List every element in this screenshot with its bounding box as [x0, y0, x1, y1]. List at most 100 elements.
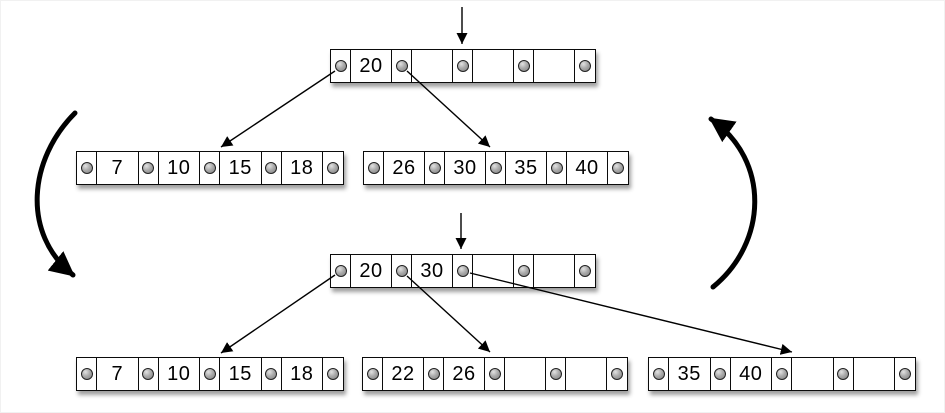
- pointer-dot-icon: [327, 368, 339, 380]
- pointer-slot: [607, 358, 627, 390]
- pointer-dot-icon: [428, 162, 441, 174]
- pointer-slot: [895, 358, 915, 390]
- key-cell: 35: [506, 152, 547, 184]
- pointer-slot: [608, 152, 628, 184]
- key-cell: 10: [159, 152, 200, 184]
- key-cell: [473, 255, 514, 287]
- pointer-dot-icon: [367, 162, 380, 174]
- key-cell: [854, 358, 895, 390]
- pointer-dot-icon: [549, 368, 562, 380]
- btree-node-top-right-child: 26 30 35 40: [363, 151, 629, 185]
- btree-node-top-root: 20: [330, 49, 596, 83]
- pointer-slot: [200, 358, 220, 390]
- pointer-slot: [453, 255, 473, 287]
- key-cell: 40: [567, 152, 608, 184]
- pointer-dot-icon: [611, 368, 623, 380]
- pointer-slot: [392, 50, 412, 82]
- pointer-slot: [323, 358, 343, 390]
- btree-node-top-left-child: 7 10 15 18: [76, 151, 344, 185]
- key-cell: 18: [282, 152, 323, 184]
- pointer-slot: [139, 152, 159, 184]
- pointer-dot-icon: [80, 368, 93, 380]
- pointer-slot: [425, 152, 445, 184]
- pointer-slot: [711, 358, 731, 390]
- pointer-slot: [77, 358, 97, 390]
- pointer-slot: [575, 50, 595, 82]
- pointer-dot-icon: [550, 162, 563, 174]
- key-cell: 26: [384, 152, 425, 184]
- cycle-arrow-left-icon: [34, 110, 78, 278]
- pointer-slot: [486, 152, 506, 184]
- pointer-slot: [392, 255, 412, 287]
- child-link-arrow-top-left-icon: [220, 70, 336, 148]
- pointer-dot-icon: [456, 60, 469, 72]
- pointer-dot-icon: [395, 60, 408, 72]
- pointer-dot-icon: [366, 368, 379, 380]
- pointer-slot: [323, 152, 343, 184]
- child-link-arrow-bottom-left-icon: [220, 274, 336, 354]
- btree-node-bottom-right-child: 35 40: [648, 357, 916, 391]
- key-cell: 7: [97, 358, 139, 390]
- pointer-dot-icon: [579, 265, 591, 277]
- cycle-arrow-right-icon: [708, 116, 758, 290]
- btree-node-bottom-root: 20 30: [330, 254, 596, 288]
- pointer-slot: [514, 50, 534, 82]
- pointer-dot-icon: [334, 60, 347, 72]
- pointer-dot-icon: [456, 265, 469, 277]
- pointer-dot-icon: [80, 162, 93, 174]
- key-cell: [473, 50, 514, 82]
- pointer-slot: [575, 255, 595, 287]
- pointer-dot-icon: [427, 368, 440, 380]
- key-cell: 30: [412, 255, 453, 287]
- pointer-dot-icon: [612, 162, 624, 174]
- key-cell: 22: [383, 358, 424, 390]
- pointer-slot: [363, 358, 383, 390]
- pointer-dot-icon: [652, 368, 665, 380]
- pointer-dot-icon: [203, 162, 216, 174]
- pointer-slot: [772, 358, 792, 390]
- pointer-slot: [262, 358, 282, 390]
- pointer-dot-icon: [265, 162, 277, 174]
- pointer-dot-icon: [837, 368, 849, 380]
- pointer-slot: [331, 255, 351, 287]
- key-cell: 15: [220, 358, 262, 390]
- key-cell: 15: [220, 152, 262, 184]
- pointer-dot-icon: [775, 368, 788, 380]
- pointer-slot: [546, 358, 566, 390]
- btree-node-bottom-middle-child: 22 26: [362, 357, 628, 391]
- pointer-dot-icon: [327, 162, 339, 174]
- pointer-dot-icon: [334, 265, 347, 277]
- pointer-slot: [364, 152, 384, 184]
- pointer-slot: [547, 152, 567, 184]
- btree-node-bottom-left-child: 7 10 15 18: [76, 357, 344, 391]
- pointer-dot-icon: [899, 368, 911, 380]
- key-cell: 26: [444, 358, 485, 390]
- pointer-slot: [77, 152, 97, 184]
- key-cell: 20: [351, 255, 392, 287]
- pointer-slot: [485, 358, 505, 390]
- key-cell: 20: [351, 50, 392, 82]
- pointer-slot: [514, 255, 534, 287]
- pointer-dot-icon: [142, 162, 154, 174]
- pointer-slot: [424, 358, 444, 390]
- key-cell: 40: [731, 358, 772, 390]
- pointer-dot-icon: [203, 368, 216, 380]
- key-cell: [566, 358, 607, 390]
- key-cell: [792, 358, 834, 390]
- pointer-slot: [649, 358, 669, 390]
- pointer-dot-icon: [714, 368, 726, 380]
- pointer-dot-icon: [517, 265, 530, 277]
- key-cell: 10: [159, 358, 200, 390]
- pointer-dot-icon: [395, 265, 408, 277]
- pointer-slot: [453, 50, 473, 82]
- pointer-dot-icon: [142, 368, 154, 380]
- pointer-dot-icon: [489, 162, 502, 174]
- key-cell: 7: [97, 152, 139, 184]
- pointer-dot-icon: [265, 368, 277, 380]
- pointer-slot: [139, 358, 159, 390]
- key-cell: 35: [669, 358, 711, 390]
- key-cell: [534, 50, 575, 82]
- key-cell: 18: [282, 358, 323, 390]
- pointer-slot: [331, 50, 351, 82]
